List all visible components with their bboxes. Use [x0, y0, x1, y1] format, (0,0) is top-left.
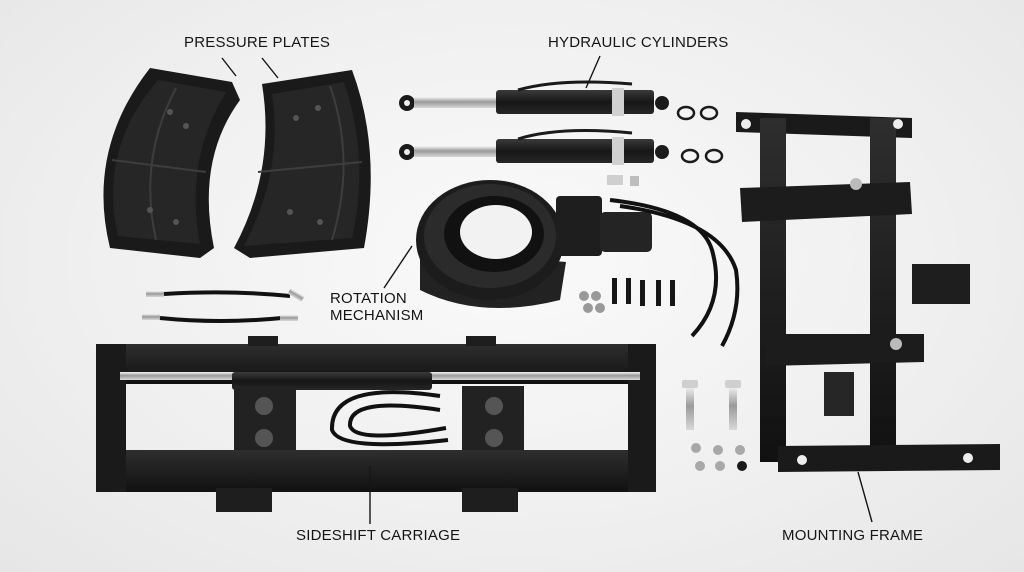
label-rotation-mechanism: ROTATION MECHANISM	[330, 290, 423, 324]
label-mounting-frame: MOUNTING FRAME	[782, 527, 924, 544]
sideshift-carriage	[96, 336, 656, 512]
label-rotation-line2: MECHANISM	[330, 307, 424, 324]
label-sideshift-carriage: SIDESHIFT CARRIAGE	[296, 527, 461, 544]
mounting-frame	[736, 112, 1000, 472]
hydraulic-hoses	[142, 288, 305, 323]
pressure-plate-left	[103, 68, 240, 258]
o-rings	[676, 105, 724, 164]
hydraulic-cylinder-top	[399, 80, 669, 116]
rotation-mechanism	[416, 175, 740, 347]
pins-and-nuts	[682, 380, 747, 471]
leader-line-hydraulic	[585, 55, 601, 89]
label-rotation-line1: ROTATION	[330, 290, 407, 307]
label-pressure-plates: PRESSURE PLATES	[184, 34, 331, 51]
bolt-set	[579, 278, 675, 313]
leader-line-pressure-left	[221, 57, 237, 77]
pressure-plate-right	[234, 70, 371, 258]
label-hydraulic-cylinders: HYDRAULIC CYLINDERS	[548, 34, 729, 51]
leader-line-mounting	[857, 471, 873, 523]
leader-line-pressure-right	[261, 57, 279, 79]
hydraulic-cylinder-bottom	[399, 129, 669, 165]
leader-line-rotation	[383, 245, 413, 289]
